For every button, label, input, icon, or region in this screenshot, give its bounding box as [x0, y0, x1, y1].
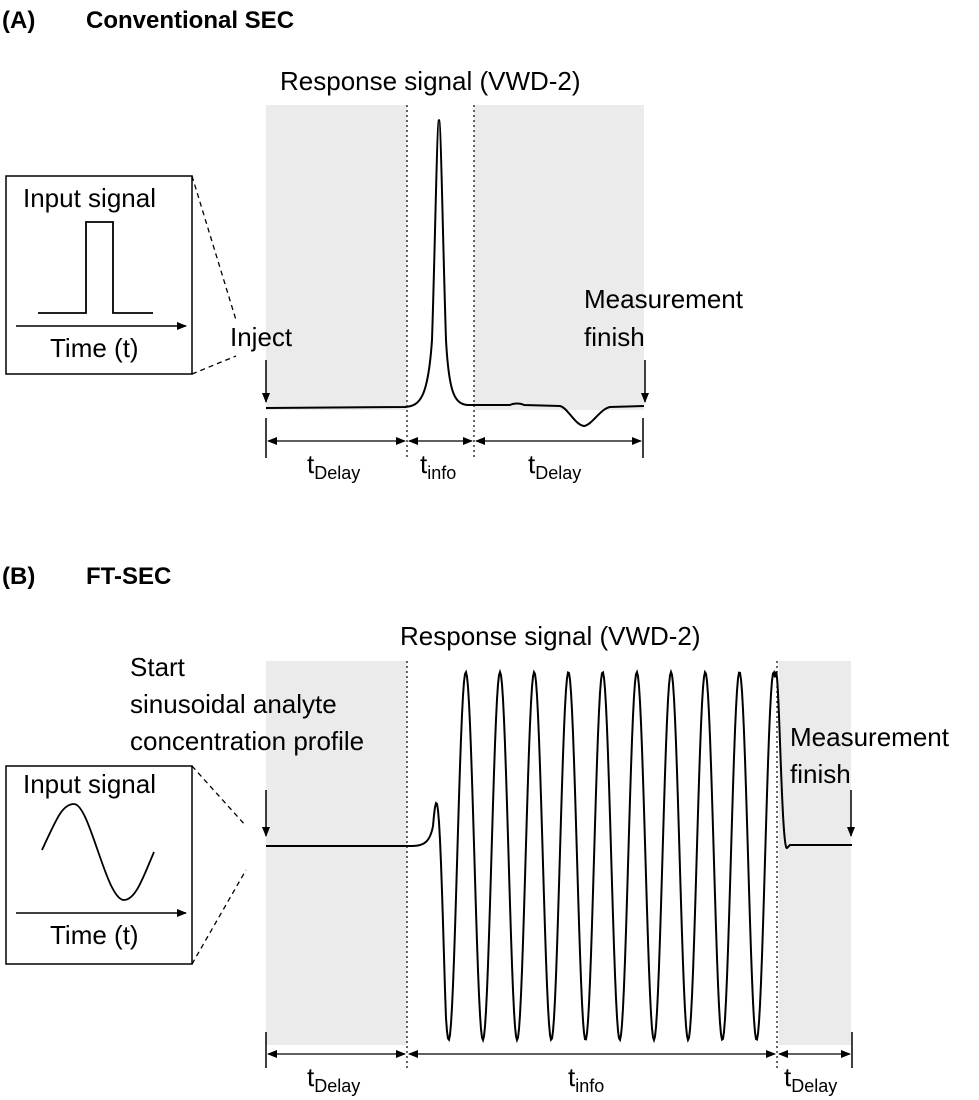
panel-a-interval-label-delay-1: tDelay — [307, 449, 360, 483]
panel-a-input-pulse — [38, 221, 153, 314]
panel-b-start-label-line-1: Start — [130, 652, 186, 682]
panel-a-finish-label-line-2: finish — [584, 322, 645, 352]
panel-a-delay-region-1 — [266, 105, 407, 410]
panel-a-zoom-line-top — [191, 175, 237, 321]
panel-a-interval-label-info: tinfo — [420, 449, 456, 483]
panel-b-response-trace — [266, 668, 852, 1044]
panel-a: (A) Conventional SEC Response signal (VW… — [2, 7, 744, 483]
panel-b-finish-label-line-1: Measurement — [790, 722, 950, 752]
panel-a-response-title: Response signal (VWD-2) — [280, 66, 581, 96]
panel-b-zoom-line-top — [191, 765, 247, 827]
panel-b-delay-region-2 — [779, 661, 851, 1045]
panel-b-interval-label-delay-1: tDelay — [307, 1062, 360, 1096]
panel-b: (B) FT-SEC Response signal (VWD-2) Start… — [2, 563, 950, 1096]
panel-a-delay-region-2 — [474, 105, 644, 410]
panel-b-input-sine — [41, 803, 155, 901]
panel-b-start-label-line-2: sinusoidal analyte — [130, 689, 337, 719]
panel-a-finish-label-line-1: Measurement — [584, 284, 744, 314]
panel-b-interval-label-delay-2: tDelay — [784, 1062, 837, 1096]
panel-b-input-axis-label: Time (t) — [50, 920, 139, 950]
panel-b-interval-label-info: tinfo — [568, 1062, 604, 1096]
panel-b-title: FT-SEC — [86, 563, 171, 590]
panel-a-response-trace — [265, 118, 645, 428]
panel-b-response-title: Response signal (VWD-2) — [400, 621, 701, 651]
panel-b-delay-region-1 — [266, 661, 407, 1045]
panel-a-zoom-line-bottom — [191, 355, 237, 375]
panel-b-input-title: Input signal — [23, 769, 156, 799]
panel-b-start-label-line-3: concentration profile — [130, 726, 364, 756]
panel-a-inject-label: Inject — [230, 322, 293, 352]
panel-b-finish-label-line-2: finish — [790, 759, 851, 789]
panel-a-letter: (A) — [2, 7, 35, 34]
panel-a-interval-label-delay-2: tDelay — [528, 449, 581, 483]
panel-a-input-box — [5, 175, 193, 375]
panel-b-input-box — [5, 765, 193, 965]
panel-a-input-axis-label: Time (t) — [50, 333, 139, 363]
panel-a-input-title: Input signal — [23, 183, 156, 213]
panel-b-letter: (B) — [2, 563, 35, 590]
panel-b-zoom-line-bottom — [191, 869, 247, 965]
panel-a-title: Conventional SEC — [86, 7, 294, 34]
